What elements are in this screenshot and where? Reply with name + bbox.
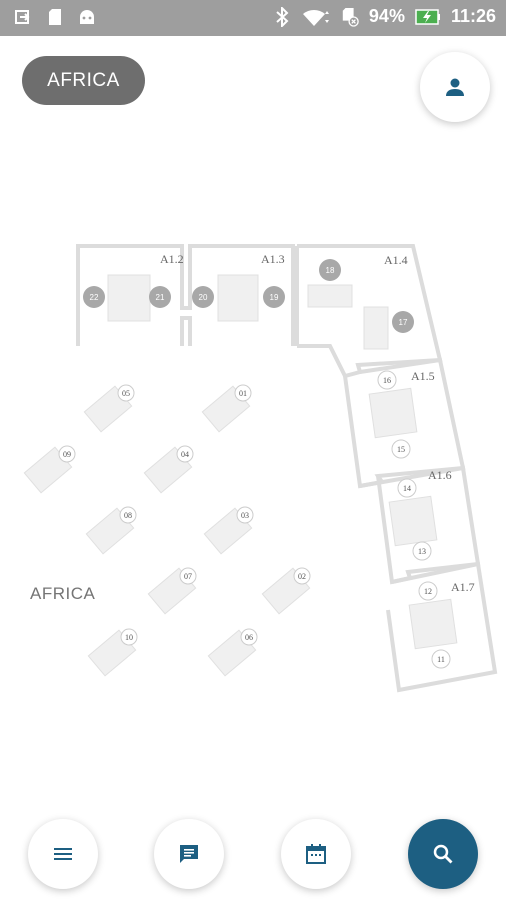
room-label: A1.5 <box>411 369 435 383</box>
svg-text:13: 13 <box>418 547 426 556</box>
seat-marker[interactable]: 14 <box>397 478 417 498</box>
svg-text:03: 03 <box>241 511 249 520</box>
clock: 11:26 <box>450 6 496 26</box>
chat-button[interactable] <box>154 819 224 889</box>
calendar-icon <box>306 844 326 864</box>
svg-text:11: 11 <box>437 655 445 664</box>
seat-marker[interactable]: 15 <box>391 439 411 459</box>
svg-text:02: 02 <box>298 572 306 581</box>
seat-marker[interactable]: 08 <box>119 506 137 524</box>
room-label: A1.2 <box>160 252 184 266</box>
chat-icon <box>180 845 198 863</box>
person-icon <box>446 78 464 96</box>
room-desk-a13 <box>217 274 259 322</box>
menu-button[interactable] <box>28 819 98 889</box>
svg-text:06: 06 <box>245 633 253 642</box>
seat-marker[interactable]: 01 <box>234 384 252 402</box>
status-bar: 94% 11:26 <box>0 0 506 36</box>
battery-charging-icon <box>415 8 441 26</box>
room-desk-a15 <box>368 387 418 439</box>
room-desk-a14-b <box>363 306 389 350</box>
svg-text:16: 16 <box>383 376 391 385</box>
bluetooth-icon <box>273 6 291 27</box>
svg-text:14: 14 <box>403 484 411 493</box>
seat-marker[interactable]: 20 <box>192 286 214 308</box>
room-label: A1.4 <box>384 253 408 267</box>
open-area-seats[interactable]: 05 01 09 04 08 03 07 02 10 06 <box>58 384 311 646</box>
room-label: A1.7 <box>451 580 475 594</box>
room-desk-a17 <box>408 598 458 650</box>
seat-marker[interactable]: 12 <box>418 581 438 601</box>
svg-text:18: 18 <box>326 266 335 275</box>
seat-marker[interactable]: 19 <box>263 286 285 308</box>
seat-marker[interactable]: 11 <box>431 649 451 669</box>
svg-text:09: 09 <box>63 450 71 459</box>
seat-marker[interactable]: 17 <box>392 311 414 333</box>
svg-text:15: 15 <box>397 445 405 454</box>
svg-text:19: 19 <box>270 293 279 302</box>
svg-text:08: 08 <box>124 511 132 520</box>
svg-text:07: 07 <box>184 572 192 581</box>
android-icon <box>78 8 96 26</box>
wifi-icon <box>301 8 331 26</box>
room-labels: A1.2 A1.3 A1.4 A1.5 A1.6 A1.7 <box>160 252 475 594</box>
seat-marker[interactable]: 04 <box>176 445 194 463</box>
svg-text:04: 04 <box>181 450 189 459</box>
svg-text:10: 10 <box>125 633 133 642</box>
seat-marker[interactable]: 06 <box>240 628 258 646</box>
room-desk-a16 <box>388 495 438 547</box>
seat-marker[interactable]: 02 <box>293 567 311 585</box>
svg-text:21: 21 <box>156 293 165 302</box>
seat-marker[interactable]: 16 <box>377 370 397 390</box>
svg-text:05: 05 <box>122 389 130 398</box>
room-seats[interactable]: 22 21 20 19 18 17 <box>83 259 414 333</box>
seat-marker[interactable]: 21 <box>149 286 171 308</box>
map-zone-label: AFRICA <box>30 584 96 603</box>
svg-text:01: 01 <box>239 389 247 398</box>
room-label: A1.3 <box>261 252 285 266</box>
open-area-desks <box>23 385 311 677</box>
seat-marker[interactable]: 10 <box>120 628 138 646</box>
battery-percent: 94% <box>368 6 405 26</box>
svg-text:17: 17 <box>399 318 408 327</box>
room-desk-a12 <box>107 274 151 322</box>
room-label: A1.6 <box>428 468 452 482</box>
seat-marker[interactable]: 09 <box>58 445 76 463</box>
zone-selector-label: AFRICA <box>47 69 120 91</box>
usb-debug-icon <box>14 8 32 26</box>
calendar-button[interactable] <box>281 819 351 889</box>
room-desks <box>107 274 458 650</box>
menu-icon <box>54 848 72 860</box>
room-seats-outlined[interactable]: 16 15 14 13 12 11 <box>377 370 451 669</box>
seat-marker[interactable]: 07 <box>179 567 197 585</box>
search-icon <box>433 844 453 864</box>
zone-selector-button[interactable]: AFRICA <box>22 56 145 105</box>
svg-text:20: 20 <box>199 293 208 302</box>
room-walls <box>76 244 498 693</box>
seat-marker[interactable]: 18 <box>319 259 341 281</box>
seat-marker[interactable]: 13 <box>412 541 432 561</box>
sd-card-error-icon <box>341 7 359 27</box>
profile-button[interactable] <box>420 52 490 122</box>
floor-plan-map[interactable]: A1.2 A1.3 A1.4 A1.5 A1.6 A1.7 22 21 20 1… <box>0 220 506 700</box>
seat-marker[interactable]: 03 <box>236 506 254 524</box>
seat-marker[interactable]: 22 <box>83 286 105 308</box>
search-button[interactable] <box>408 819 478 889</box>
seat-marker[interactable]: 05 <box>117 384 135 402</box>
room-desk-a14-a <box>307 284 353 308</box>
svg-text:12: 12 <box>424 587 432 596</box>
sd-card-icon <box>46 8 64 26</box>
svg-text:22: 22 <box>90 293 99 302</box>
